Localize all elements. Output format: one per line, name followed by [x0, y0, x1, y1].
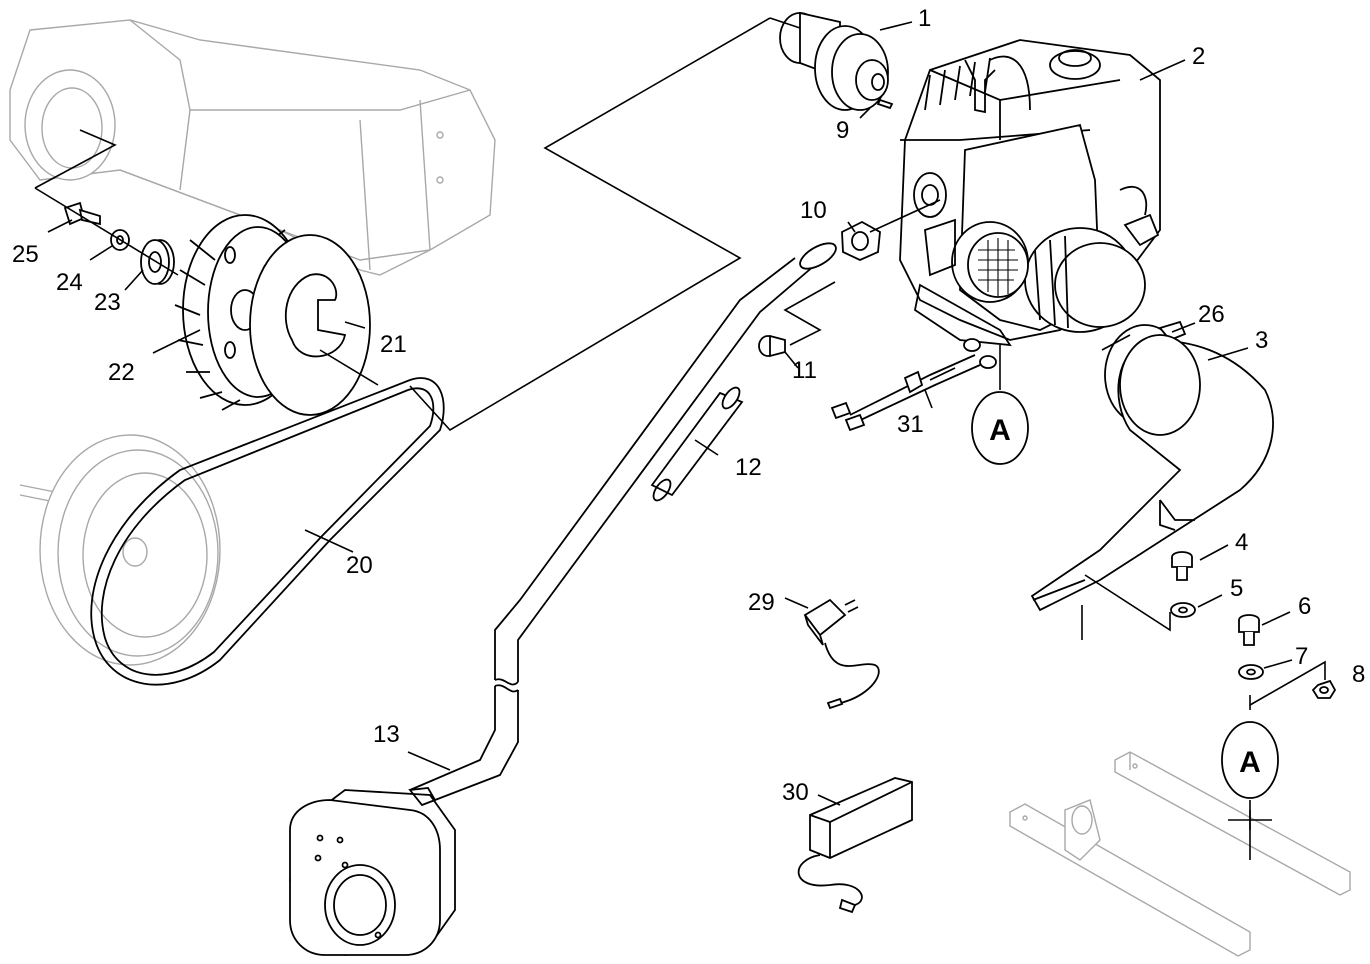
- engine: [899, 39, 1161, 347]
- label-26: 26: [1198, 301, 1225, 328]
- nut-8: [1311, 679, 1337, 699]
- charger-plug: [803, 598, 880, 710]
- belt-guard: [1030, 334, 1274, 612]
- label-11: 11: [792, 357, 817, 384]
- gasket-10: [841, 220, 881, 261]
- label-23: 23: [94, 289, 121, 316]
- label-20: 20: [346, 552, 373, 579]
- callout-a-frame: A: [1221, 721, 1279, 799]
- bolt-11: [758, 334, 786, 358]
- label-29: 29: [748, 589, 775, 616]
- washer-7: [1238, 664, 1264, 680]
- battery-pack: [797, 777, 913, 914]
- spacer-sleeve: [140, 239, 175, 285]
- washer-5: [1170, 602, 1196, 618]
- insulation-sleeve: [650, 386, 744, 502]
- label-5: 5: [1230, 575, 1243, 602]
- label-22: 22: [108, 359, 135, 386]
- label-4: 4: [1235, 529, 1248, 556]
- label-3: 3: [1255, 327, 1268, 354]
- label-8: 8: [1352, 661, 1365, 688]
- muffler: [289, 787, 456, 956]
- label-30: 30: [782, 779, 809, 806]
- mounting-frame-ghost: [1009, 751, 1351, 957]
- callout-a-engine-text: A: [989, 414, 1011, 447]
- label-21: 21: [380, 331, 407, 358]
- label-24: 24: [56, 269, 83, 296]
- label-9: 9: [836, 117, 849, 144]
- label-12: 12: [735, 454, 762, 481]
- label-6: 6: [1298, 593, 1311, 620]
- housing-ghost: [9, 19, 496, 276]
- drive-pulley-ghost: [19, 434, 221, 666]
- v-belt: [90, 377, 445, 686]
- label-13: 13: [373, 721, 400, 748]
- label-10: 10: [800, 197, 827, 224]
- label-2: 2: [1192, 43, 1205, 70]
- callout-a-frame-text: A: [1239, 746, 1261, 779]
- label-31: 31: [897, 411, 924, 438]
- label-7: 7: [1295, 643, 1308, 670]
- exhaust-pipe: [409, 242, 837, 806]
- callout-a-engine: A: [971, 391, 1029, 465]
- cover-disc: [249, 234, 371, 416]
- key-9: [876, 98, 894, 110]
- label-25: 25: [12, 241, 39, 268]
- screw-4: [1171, 551, 1193, 581]
- leader-lines: [34, 17, 1326, 860]
- wiring-harness: [830, 338, 997, 432]
- part-labels: 1 2 3 4 5 6 7 8 9 10 11 12 13 20 21 22 2…: [12, 5, 1365, 806]
- label-1: 1: [918, 5, 931, 32]
- screw-6: [1238, 614, 1260, 646]
